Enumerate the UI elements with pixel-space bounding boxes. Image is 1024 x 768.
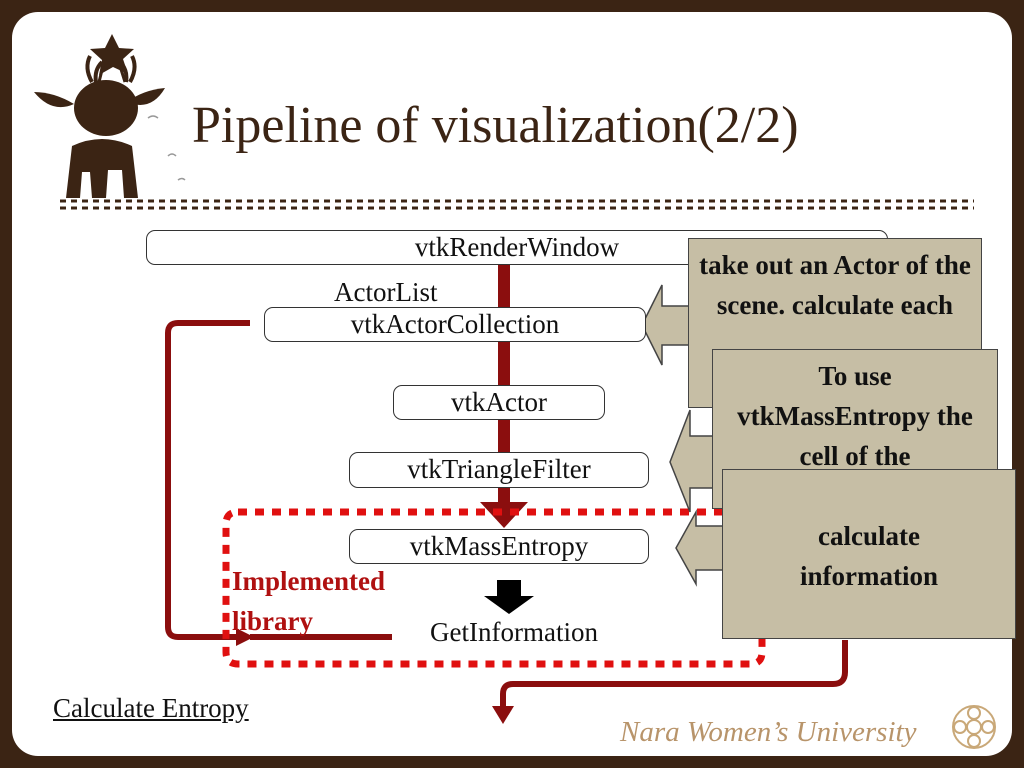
mass-entropy-box: vtkMassEntropy: [349, 529, 649, 564]
triangle-filter-label: vtkTriangleFilter: [407, 454, 591, 484]
get-information-label: GetInformation: [430, 617, 598, 647]
implemented-library-label: Implemented library: [232, 561, 385, 641]
deer-logo-icon: [34, 34, 165, 198]
callout-text: To use vtkMassEntropy the cell of the: [737, 361, 973, 471]
callout-text: calculate information: [800, 521, 938, 591]
actor-collection-box: vtkActorCollection: [264, 307, 646, 342]
university-name: Nara Women’s University: [620, 716, 917, 748]
triangle-filter-box: vtkTriangleFilter: [349, 452, 649, 488]
output-arrow: [500, 640, 848, 708]
slide-title: Pipeline of visualization(2/2): [192, 97, 799, 154]
flow-arrowhead: [480, 502, 528, 528]
actor-collection-label: vtkActorCollection: [350, 309, 560, 339]
collection-loop-arrow: [165, 320, 250, 640]
actor-list-label: ActorList: [334, 277, 438, 307]
university-emblem-icon: [952, 705, 996, 749]
callout-text: take out an Actor of the scene. calculat…: [699, 250, 971, 320]
library-label-line: library: [232, 606, 313, 636]
callout-calculate-information: calculate information: [722, 469, 1016, 639]
grass-icon: [147, 115, 186, 181]
calculate-entropy-link[interactable]: Calculate Entropy: [53, 693, 249, 723]
actor-box: vtkActor: [393, 385, 605, 420]
actor-label: vtkActor: [451, 387, 547, 417]
implemented-library-region: [222, 508, 766, 668]
callout-pointer: [641, 284, 731, 587]
get-information-arrow: [484, 580, 534, 614]
implemented-label-line: Implemented: [232, 566, 385, 596]
render-window-label: vtkRenderWindow: [414, 232, 620, 262]
mass-entropy-label: vtkMassEntropy: [409, 531, 589, 561]
